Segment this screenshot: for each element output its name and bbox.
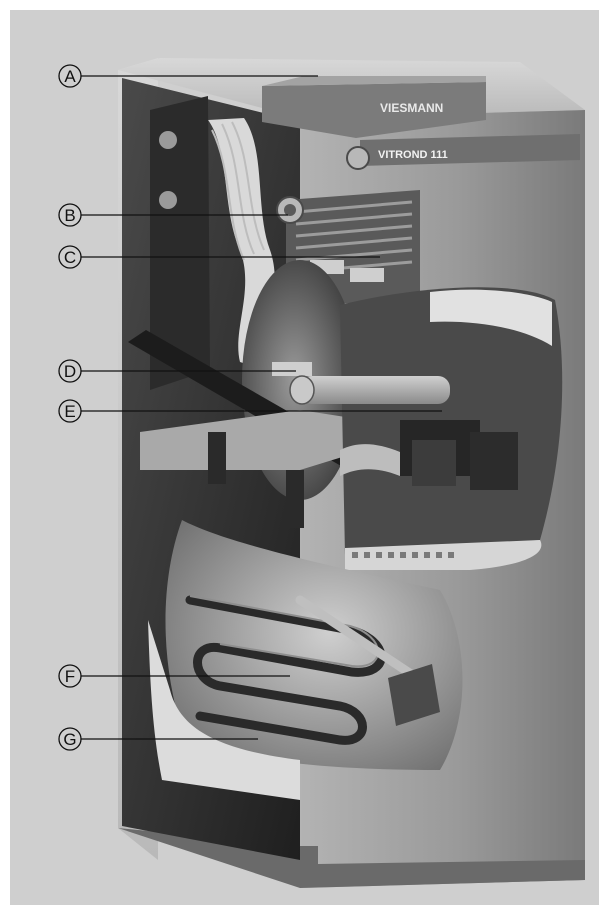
callout-a: A <box>58 64 318 88</box>
chamber-baffle <box>272 362 312 376</box>
oil-line <box>340 444 400 476</box>
callout-g: G <box>58 727 258 751</box>
callout-g-letter: G <box>63 730 76 749</box>
callout-f-circle <box>58 664 82 688</box>
burner-nozzle <box>289 375 315 405</box>
callout-c-letter: C <box>64 248 76 267</box>
control-unit <box>262 82 486 138</box>
insulation-folds <box>211 121 265 261</box>
callout-c: C <box>58 245 380 269</box>
burner <box>300 376 450 404</box>
callouts: A B C D E F G <box>58 64 442 751</box>
callout-d-letter: D <box>64 362 76 381</box>
flue-baffle-2 <box>350 268 384 282</box>
model-label: VITROND 111 <box>378 149 448 161</box>
rear-socket-1 <box>159 131 177 149</box>
callout-a-letter: A <box>64 67 76 86</box>
boiler-rear-flange <box>150 96 210 390</box>
burner-base-plate <box>345 540 542 570</box>
callout-g-circle <box>58 727 82 751</box>
callout-d: D <box>58 359 296 383</box>
burner-base-holes <box>352 552 454 558</box>
callout-e-letter: E <box>64 402 75 421</box>
callout-a-circle <box>58 64 82 88</box>
brand-label: VIESMANN <box>380 101 443 115</box>
oil-pump <box>412 440 456 486</box>
foot-left <box>208 432 226 484</box>
model-plate <box>360 134 580 166</box>
callout-f-letter: F <box>65 667 75 686</box>
return-connection <box>346 146 370 170</box>
callout-c-circle <box>58 245 82 269</box>
control-unit-top <box>262 76 486 86</box>
callout-b-circle <box>58 203 82 227</box>
rear-socket-2 <box>159 191 177 209</box>
callout-d-circle <box>58 359 82 383</box>
callout-f: F <box>58 664 290 688</box>
callout-b-letter: B <box>64 206 75 225</box>
flow-connection-bore <box>284 204 296 216</box>
dhw-flange <box>388 664 440 726</box>
foot-center <box>286 470 304 528</box>
callout-e: E <box>58 399 442 423</box>
callout-b: B <box>58 203 288 227</box>
burner-hood <box>430 289 552 346</box>
dhw-tank <box>165 520 463 770</box>
control-box <box>470 432 518 490</box>
dhw-connection-pipe <box>295 595 425 685</box>
callout-e-circle <box>58 399 82 423</box>
tank-insulation <box>148 620 300 800</box>
